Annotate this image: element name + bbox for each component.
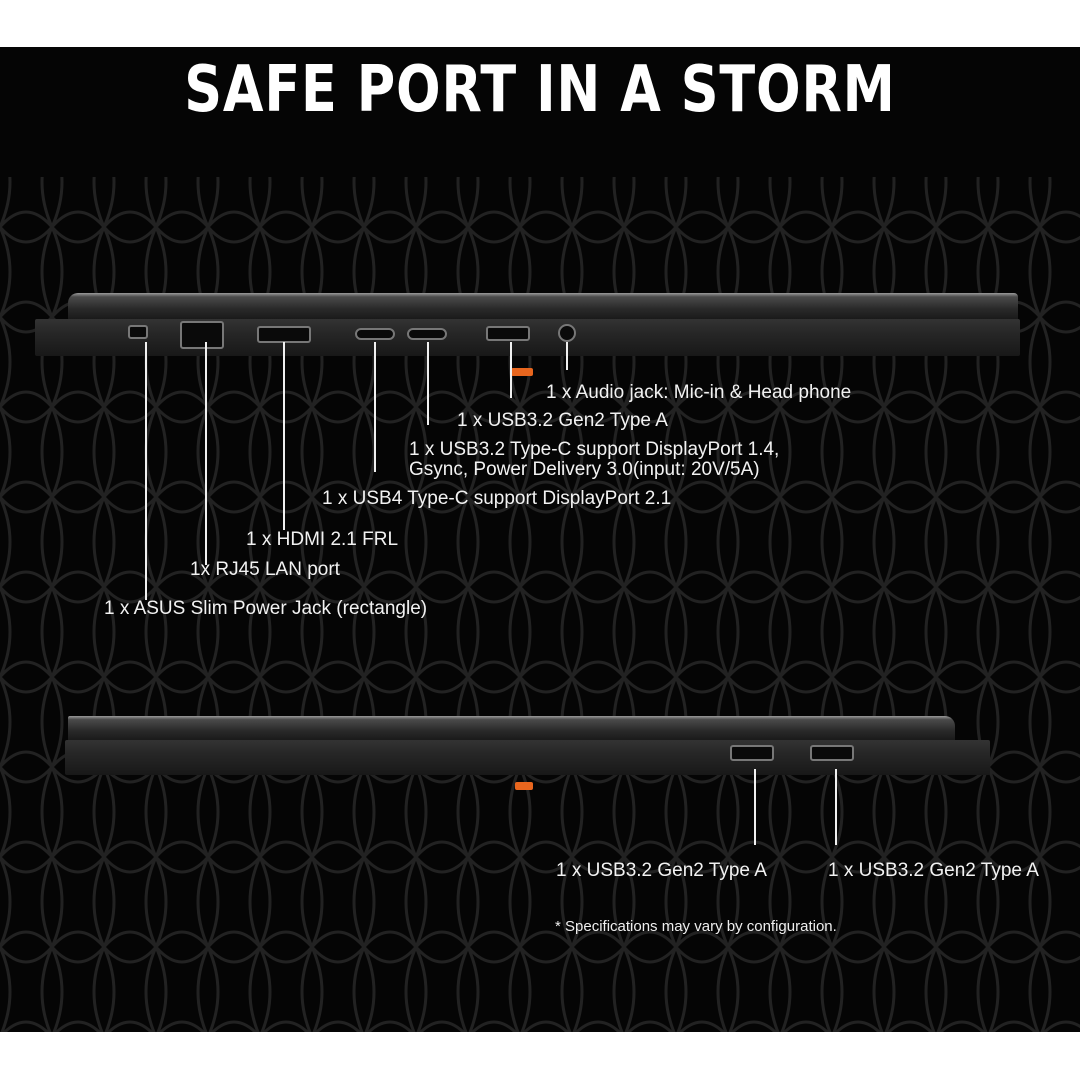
usb-a-port-1 xyxy=(730,745,774,761)
product-banner: SAFE PORT IN A STORM 1 x Audio jack: Mic… xyxy=(0,47,1080,1032)
label-power-jack: 1 x ASUS Slim Power Jack (rectangle) xyxy=(104,598,428,619)
hdmi-port xyxy=(257,326,311,343)
label-usb-a-2: 1 x USB3.2 Gen2 Type A xyxy=(828,860,1039,881)
label-usbc-line2: Gsync, Power Delivery 3.0(input: 20V/5A) xyxy=(409,459,760,480)
rj45-port xyxy=(180,321,224,349)
usb4-typec-port xyxy=(355,328,395,340)
label-audio-jack: 1 x Audio jack: Mic-in & Head phone xyxy=(546,382,852,403)
usb-a-port xyxy=(486,326,530,341)
label-usb-a-1: 1 x USB3.2 Gen2 Type A xyxy=(556,860,767,881)
label-usbc: 1 x USB3.2 Type-C support DisplayPort 1.… xyxy=(409,439,780,460)
chain-link-fence-background xyxy=(0,177,1080,1032)
label-rj45: 1x RJ45 LAN port xyxy=(190,559,340,580)
headline: SAFE PORT IN A STORM xyxy=(184,53,896,127)
usbc-port xyxy=(407,328,447,340)
label-usb4: 1 x USB4 Type-C support DisplayPort 2.1 xyxy=(322,488,672,509)
label-usb-a: 1 x USB3.2 Gen2 Type A xyxy=(457,410,668,431)
usb-a-port-2 xyxy=(810,745,854,761)
footnote: * Specifications may vary by configurati… xyxy=(555,918,837,935)
label-hdmi: 1 x HDMI 2.1 FRL xyxy=(246,529,399,550)
power-jack-port xyxy=(128,325,148,339)
audio-jack-port xyxy=(558,324,576,342)
